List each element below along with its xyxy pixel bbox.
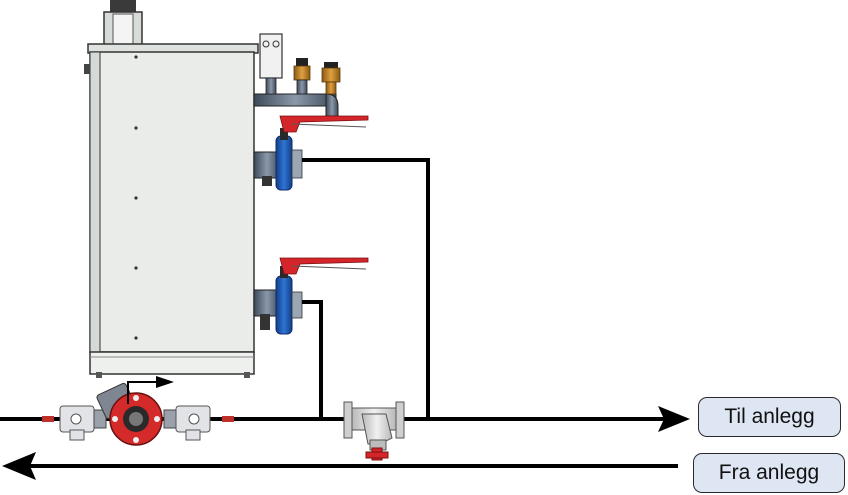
lower-butterfly-valve: [253, 257, 369, 335]
pump-isolation-valve-left: [59, 405, 107, 441]
upper-valve-handle: [279, 115, 369, 133]
pump-isolation-valve-right: [163, 405, 211, 441]
supply-pipe-riser: [302, 158, 430, 419]
supply-arrowhead: [658, 406, 690, 432]
brass-valve-left: [293, 58, 311, 95]
upper-butterfly-valve: [253, 115, 369, 191]
boiler-body: [89, 51, 255, 353]
circulation-pump: [96, 382, 163, 446]
pump-flow-arrow: [127, 376, 174, 404]
strainer-valve: [343, 401, 405, 461]
return-label: Fra anlegg: [693, 453, 845, 493]
return-arrowhead: [2, 452, 36, 480]
flue-pipe: [110, 0, 136, 14]
supply-label: Til anlegg: [698, 397, 841, 437]
return-pipe-riser: [302, 300, 323, 419]
boiler: [84, 0, 259, 378]
brass-valve-right: [321, 62, 341, 95]
pressure-switch: [259, 33, 283, 95]
lower-valve-handle: [279, 257, 369, 275]
circulation-pump-assembly: [42, 376, 234, 446]
safety-valve-assembly: [253, 33, 341, 117]
boiler-base: [89, 351, 255, 375]
